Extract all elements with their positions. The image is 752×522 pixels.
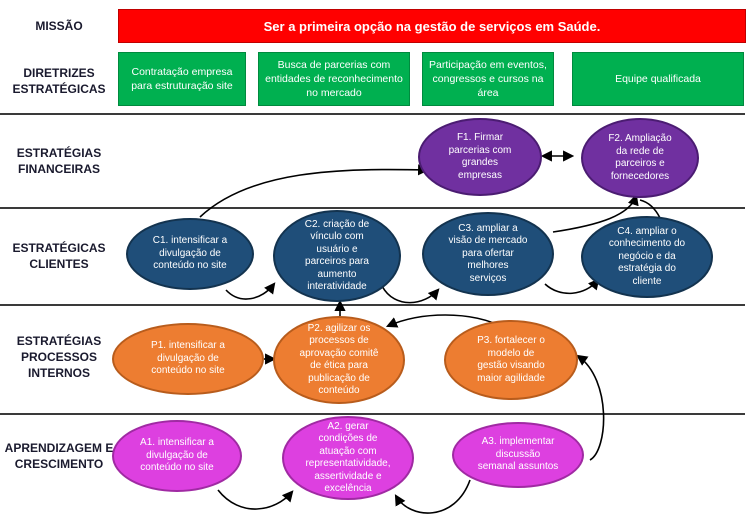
diretriz-box: Busca de parcerias com entidades de reco… <box>258 52 410 106</box>
diretriz-box: Participação em eventos, congressos e cu… <box>422 52 554 106</box>
node-a1: A1. intensificar a divulgação de conteúd… <box>112 420 242 492</box>
row-separator <box>0 413 745 415</box>
diretriz-box: Equipe qualificada <box>572 52 744 106</box>
arrow-c3-c4 <box>544 278 600 295</box>
row-label-financeiras: ESTRATÉGIAS FINANCEIRAS <box>16 146 102 176</box>
node-c4: C4. ampliar o conhecimento do negócio e … <box>581 216 713 298</box>
node-c3: C3. ampliar a visão de mercado para ofer… <box>422 212 554 296</box>
arrow-c1-f1 <box>199 164 430 218</box>
arrow-a1-a2 <box>217 489 294 510</box>
node-c2: C2. criação de vínculo com usuário e par… <box>273 210 401 302</box>
node-a3: A3. implementar discussão semanal assunt… <box>452 422 584 488</box>
node-p3: P3. fortalecer o modelo de gestão visand… <box>444 320 578 400</box>
arrow-a3-a2 <box>394 479 471 514</box>
arrow-c1-c2 <box>225 282 276 300</box>
mission-box: Ser a primeira opção na gestão de serviç… <box>118 9 746 43</box>
row-separator <box>0 113 745 115</box>
node-a2: A2. gerar condições de atuação com repre… <box>282 416 414 500</box>
row-separator <box>0 304 745 306</box>
diretriz-box: Contratação empresa para estruturação si… <box>118 52 246 106</box>
node-f1: F1. Firmar parcerias com grandes empresa… <box>418 118 542 196</box>
row-label-processos: ESTRATÉGIAS PROCESSOS INTERNOS <box>16 334 102 380</box>
row-separator <box>0 207 745 209</box>
node-p2: P2. agilizar os processos de aprovação c… <box>273 316 405 404</box>
node-p1: P1. intensificar a divulgação de conteúd… <box>112 323 264 395</box>
node-f2: F2. Ampliação da rede de parceiros e for… <box>581 118 699 198</box>
row-label-clientes: ESTRATÉGICAS CLIENTES <box>12 241 106 271</box>
row-label-missao: MISSÃO <box>35 19 83 33</box>
node-c1: C1. intensificar a divulgação de conteúd… <box>126 218 254 290</box>
arrow-c2-c3 <box>381 285 440 304</box>
row-label-aprendizagem: APRENDIZAGEM E CRESCIMENTO <box>4 441 114 471</box>
row-label-diretrizes: DIRETRIZES ESTRATÉGICAS <box>12 66 106 96</box>
arrow-a3-p3 <box>576 354 605 461</box>
